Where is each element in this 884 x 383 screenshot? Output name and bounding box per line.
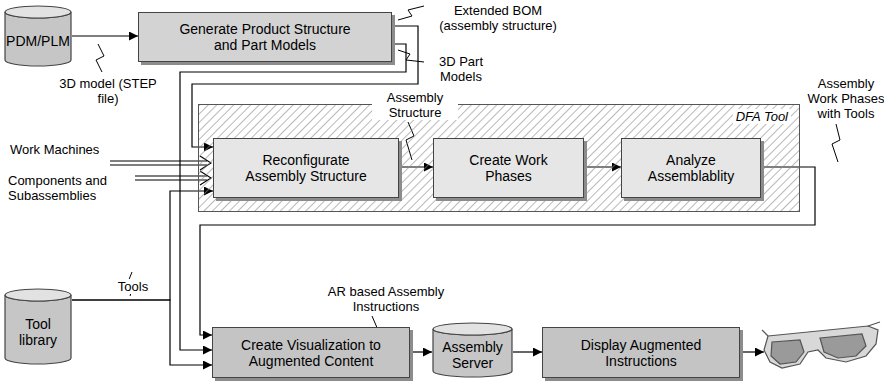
process-box: Reconfigurate Assembly Structure <box>213 138 399 198</box>
node-label: Create Work Phases <box>459 152 558 184</box>
flow-symbol <box>96 6 840 348</box>
database-cylinder: Tool library <box>4 288 72 365</box>
edge-label: Extended BOM (assembly structure) <box>428 3 568 33</box>
cylinder-label-holder: Tool library <box>4 288 72 365</box>
flow-connector <box>72 35 138 36</box>
tool-region: DFA ToolReconfigurate Assembly Structure… <box>198 104 800 212</box>
database-cylinder: PDM/PLM <box>4 5 72 67</box>
node-label: Tool library <box>6 316 70 348</box>
process-box: Generate Product Structure and Part Mode… <box>138 12 392 62</box>
node-label: Analyze Assemblablity <box>640 152 742 184</box>
input-label: Work Machines <box>8 142 132 157</box>
ar-glasses <box>762 322 880 368</box>
flow-connector <box>410 351 432 352</box>
process-box: Create Visualization to Augmented Conten… <box>212 327 410 378</box>
node-label: Assembly Server <box>434 339 511 371</box>
node-label: Reconfigurate Assembly Structure <box>234 152 378 184</box>
flow-connector <box>72 300 212 365</box>
node-label: PDM/PLM <box>6 33 70 49</box>
input-label: Components and Subassemblies <box>6 173 128 203</box>
edge-label: Assembly Structure <box>372 90 458 120</box>
process-box: Create Work Phases <box>433 138 584 198</box>
region-title: DFA Tool <box>733 109 791 124</box>
node-label: Generate Product Structure and Part Mode… <box>169 21 361 53</box>
flow-connector <box>513 351 542 352</box>
edge-label: 3D model (STEP file) <box>56 76 160 106</box>
process-box: Analyze Assemblablity <box>621 138 761 198</box>
cylinder-label-holder: PDM/PLM <box>4 5 72 67</box>
edge-label: Tools <box>108 279 158 294</box>
edge-label: Assembly Work Phases with Tools <box>805 76 884 121</box>
flow-connector <box>72 191 213 300</box>
double-input-arrow <box>110 156 211 170</box>
process-box: Display Augmented Instructions <box>542 327 740 378</box>
display-arrow <box>740 351 764 352</box>
node-label: Display Augmented Instructions <box>568 337 714 369</box>
node-label: Create Visualization to Augmented Conten… <box>221 337 401 369</box>
database-cylinder: Assembly Server <box>432 322 513 378</box>
cylinder-label-holder: Assembly Server <box>432 322 513 378</box>
edge-label: AR based Assembly Instructions <box>318 284 454 314</box>
edge-label: 3D Part Models <box>428 54 494 84</box>
